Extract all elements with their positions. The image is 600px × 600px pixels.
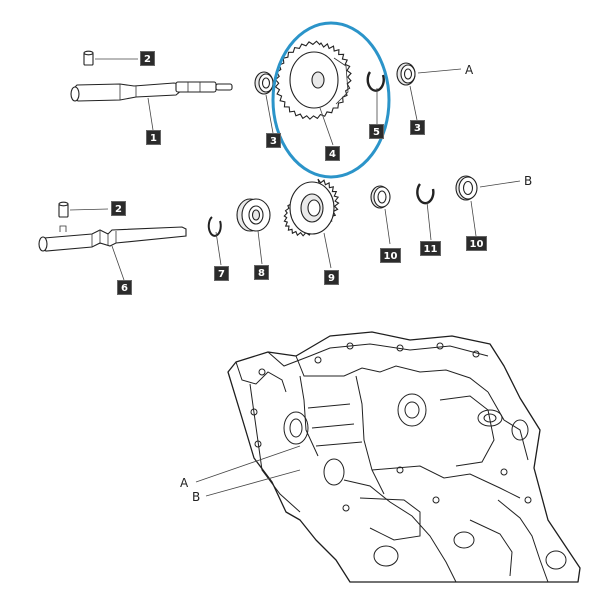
- reference-label-b-housing: B: [192, 490, 201, 504]
- callout-3-left: 3: [266, 133, 281, 148]
- bearing-part-3-left: [254, 71, 274, 95]
- pin-part-2-top: [83, 50, 94, 66]
- shaft-part-6: [38, 225, 187, 252]
- snap-ring-part-7: [207, 216, 222, 237]
- pin-part-2-bottom: [58, 201, 69, 218]
- reference-label-a-top: A: [465, 63, 474, 77]
- callout-10-right: 10: [466, 236, 487, 251]
- callout-8: 8: [254, 265, 269, 280]
- gearbox-housing: [227, 331, 581, 583]
- callout-10-left: 10: [380, 248, 401, 263]
- bearing-part-8: [236, 198, 271, 232]
- callout-5: 5: [369, 124, 384, 139]
- highlight-circle: [271, 21, 391, 179]
- shaft-part-1: [70, 81, 233, 102]
- callout-7: 7: [214, 266, 229, 281]
- callout-6: 6: [117, 280, 132, 295]
- callout-4: 4: [325, 146, 340, 161]
- seal-part-10-right: [455, 175, 478, 201]
- callout-2-top: 2: [140, 51, 155, 66]
- callout-9: 9: [324, 270, 339, 285]
- snap-ring-part-5: [366, 71, 385, 92]
- callout-11: 11: [420, 241, 441, 256]
- callout-1: 1: [146, 130, 161, 145]
- gear-part-4: [274, 40, 352, 120]
- gear-part-9: [283, 178, 340, 237]
- callout-2-bottom: 2: [111, 201, 126, 216]
- seal-part-10-left: [370, 185, 391, 209]
- snap-ring-part-11: [416, 183, 435, 205]
- reference-label-a-housing: A: [180, 476, 189, 490]
- callout-3-right: 3: [410, 120, 425, 135]
- bearing-part-3-right: [396, 62, 416, 86]
- reference-label-b-top: B: [524, 174, 533, 188]
